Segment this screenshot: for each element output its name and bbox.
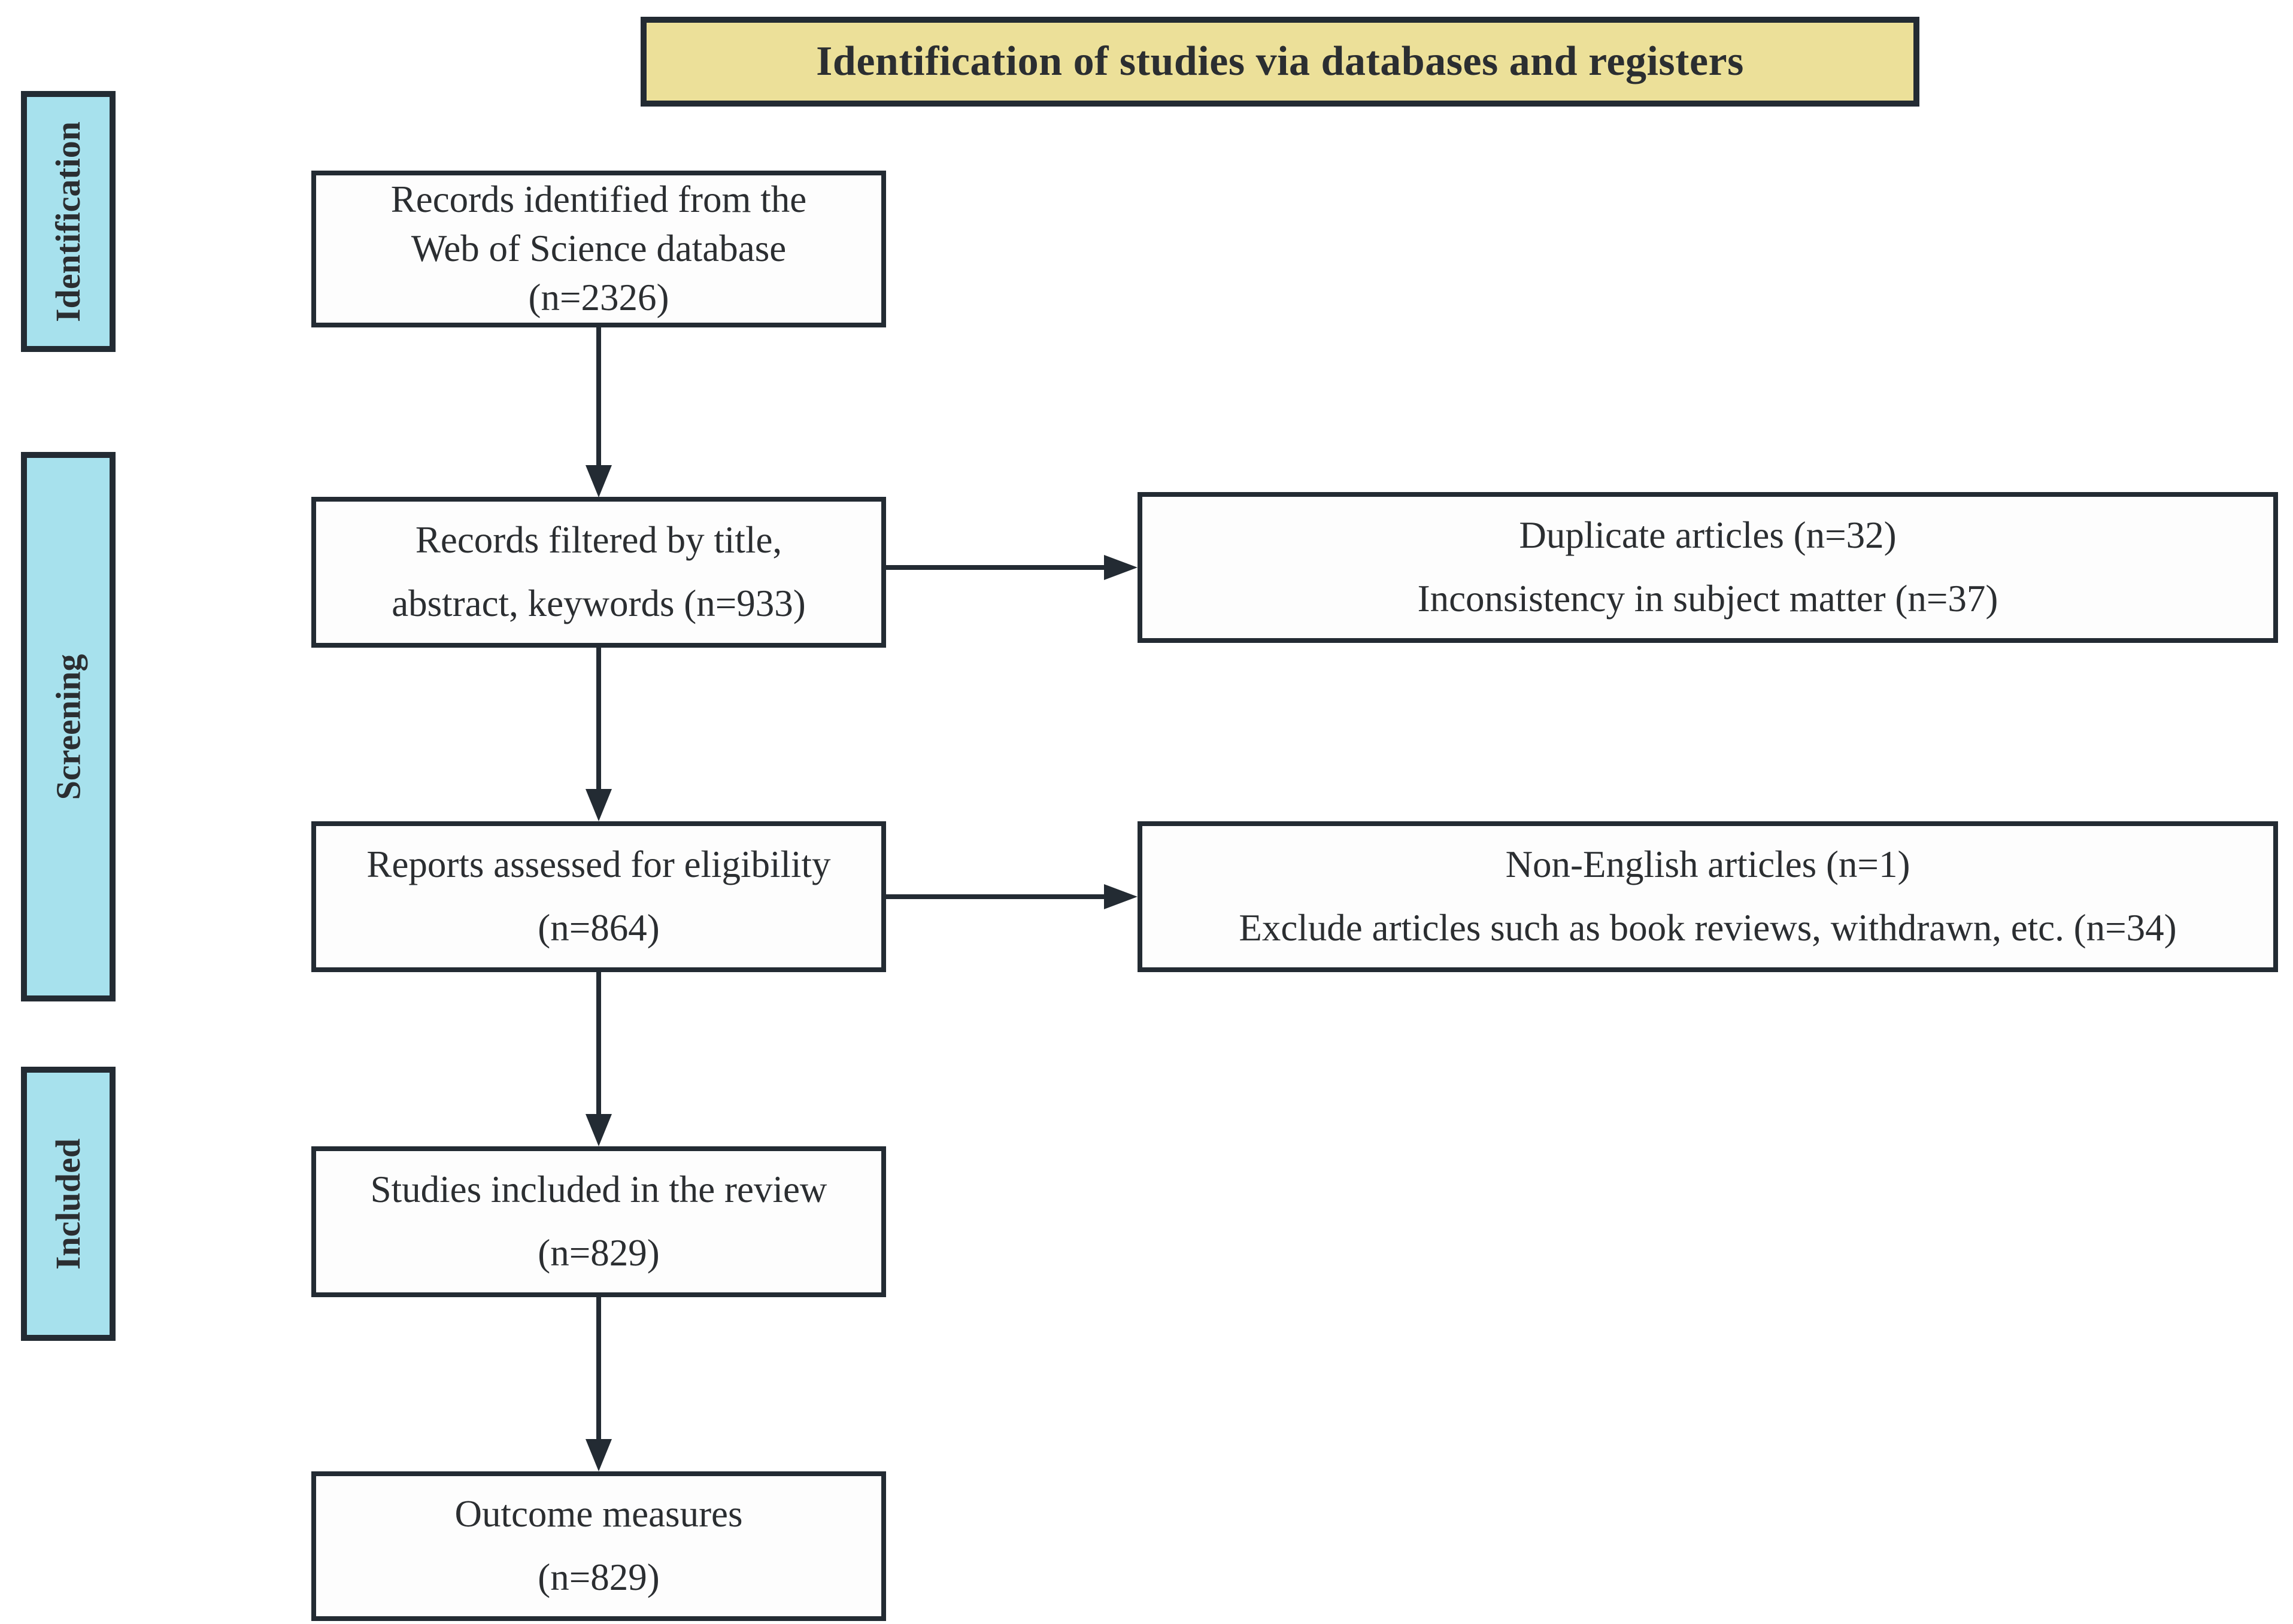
box-outcome-measures-line-1: Outcome measures	[454, 1493, 743, 1535]
box-records-identified-count: (n=2326)	[528, 276, 669, 318]
diagram-title: Identification of studies via databases …	[816, 38, 1744, 84]
box-records-identified-line-1: Records identified from the	[390, 178, 807, 221]
arrowhead-down-icon	[586, 465, 612, 497]
stage-bar-included: Included	[21, 1067, 116, 1341]
box-studies-included: Studies included in the review (n=829)	[311, 1146, 886, 1297]
box-reports-assessed-line-1: Reports assessed for eligibility	[366, 843, 831, 886]
exclusions-screening-line-1: Duplicate articles (n=32)	[1519, 514, 1897, 557]
stage-label-identification: Identification	[48, 121, 88, 322]
box-records-identified-line-2: Web of Science database	[411, 227, 787, 270]
arrow-included-to-outcome	[596, 1297, 601, 1441]
box-reports-assessed-count: (n=864)	[538, 907, 660, 949]
arrow-filtered-to-assessed	[596, 648, 601, 791]
stage-label-screening: Screening	[48, 654, 88, 800]
box-records-identified: Records identified from the Web of Scien…	[311, 171, 886, 327]
stage-label-included: Included	[48, 1138, 88, 1270]
box-records-filtered-line-1: Records filtered by title,	[415, 519, 782, 561]
box-outcome-measures-count: (n=829)	[538, 1556, 660, 1598]
box-studies-included-count: (n=829)	[538, 1232, 660, 1274]
arrow-assessed-to-included	[596, 972, 601, 1116]
stage-bar-screening: Screening	[21, 452, 116, 1001]
arrowhead-down-icon	[586, 789, 612, 821]
arrowhead-down-icon	[586, 1439, 612, 1471]
box-studies-included-line-1: Studies included in the review	[370, 1168, 827, 1211]
box-records-filtered-line-2: abstract, keywords (n=933)	[392, 582, 806, 624]
box-exclusions-eligibility: Non-English articles (n=1) Exclude artic…	[1138, 821, 2278, 972]
arrowhead-right-icon	[1104, 884, 1138, 909]
arrow-identified-to-filtered	[596, 327, 601, 468]
box-reports-assessed: Reports assessed for eligibility (n=864)	[311, 821, 886, 972]
exclusions-screening-line-2: Inconsistency in subject matter (n=37)	[1417, 578, 1998, 620]
diagram-title-banner: Identification of studies via databases …	[641, 17, 1919, 107]
arrow-assessed-to-exclusions	[886, 894, 1106, 899]
arrow-filtered-to-exclusions	[886, 565, 1106, 570]
exclusions-eligibility-line-1: Non-English articles (n=1)	[1505, 843, 1910, 886]
stage-bar-identification: Identification	[21, 91, 116, 352]
box-records-filtered: Records filtered by title, abstract, key…	[311, 497, 886, 648]
arrowhead-right-icon	[1104, 555, 1138, 580]
box-outcome-measures: Outcome measures (n=829)	[311, 1471, 886, 1621]
arrowhead-down-icon	[586, 1114, 612, 1146]
exclusions-eligibility-line-2: Exclude articles such as book reviews, w…	[1239, 907, 2177, 949]
box-exclusions-screening: Duplicate articles (n=32) Inconsistency …	[1138, 492, 2278, 643]
